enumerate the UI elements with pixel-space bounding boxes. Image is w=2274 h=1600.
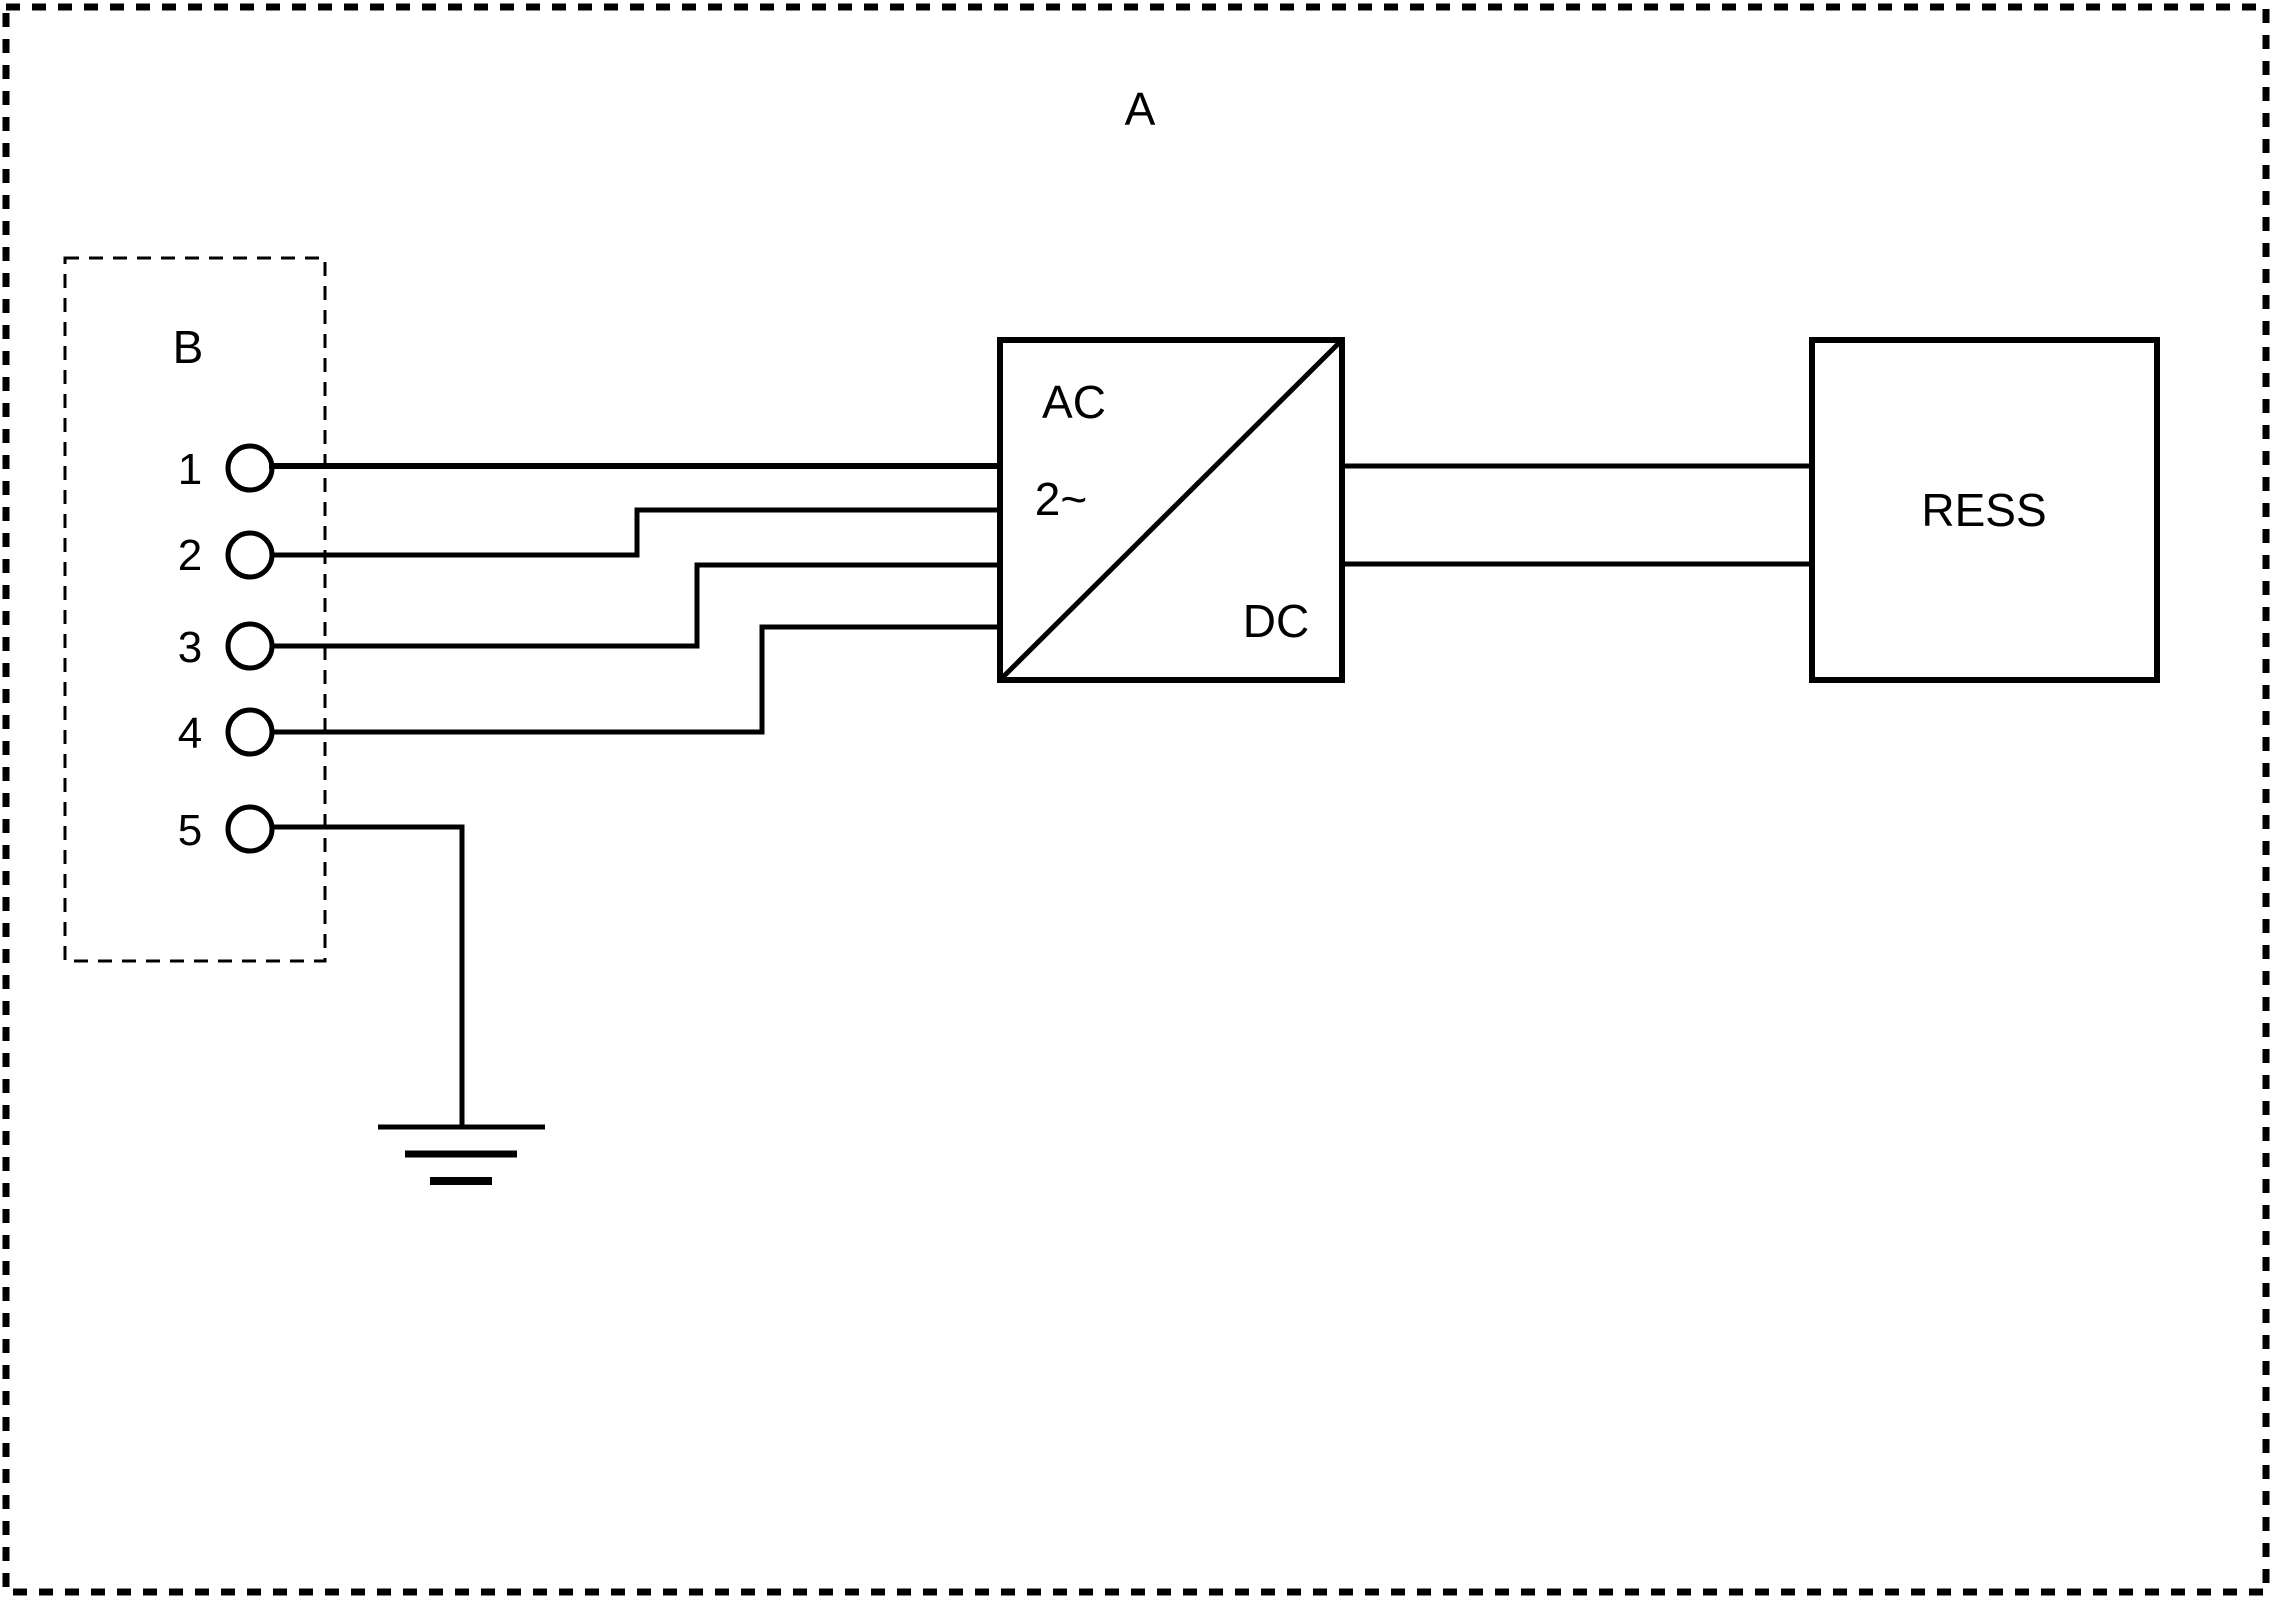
outer-boundary (2, 3, 2270, 1596)
inlet-boundary-label: B (173, 321, 204, 373)
converter-dc-label: DC (1243, 595, 1309, 647)
terminal-5-label: 5 (178, 806, 202, 855)
terminal-2-contact (225, 530, 275, 580)
terminal-3-contact (225, 621, 275, 671)
converter-diagonal (1000, 340, 1342, 680)
terminal-4-contact (225, 707, 275, 757)
wire-terminal-2 (269, 507, 1003, 558)
terminal-1-contact (225, 443, 275, 493)
converter-ac-label: AC (1042, 376, 1106, 428)
outer-boundary-label: A (1125, 83, 1156, 135)
ress-block (1809, 337, 2160, 683)
inlet-boundary (63, 256, 327, 963)
terminal-2-label: 2 (178, 531, 202, 580)
converter-phase-label: 2~ (1035, 473, 1087, 525)
wire-terminal-4 (269, 624, 1003, 735)
ground-icon (378, 1124, 545, 1185)
wire-terminal-3 (269, 562, 1003, 649)
terminal-3-label: 3 (178, 623, 202, 672)
wire-terminal-5-earth (269, 824, 465, 1130)
terminal-1-label: 1 (178, 445, 202, 494)
ress-label: RESS (1921, 484, 2046, 536)
terminal-4-label: 4 (178, 709, 202, 758)
terminal-5-contact (225, 804, 275, 854)
